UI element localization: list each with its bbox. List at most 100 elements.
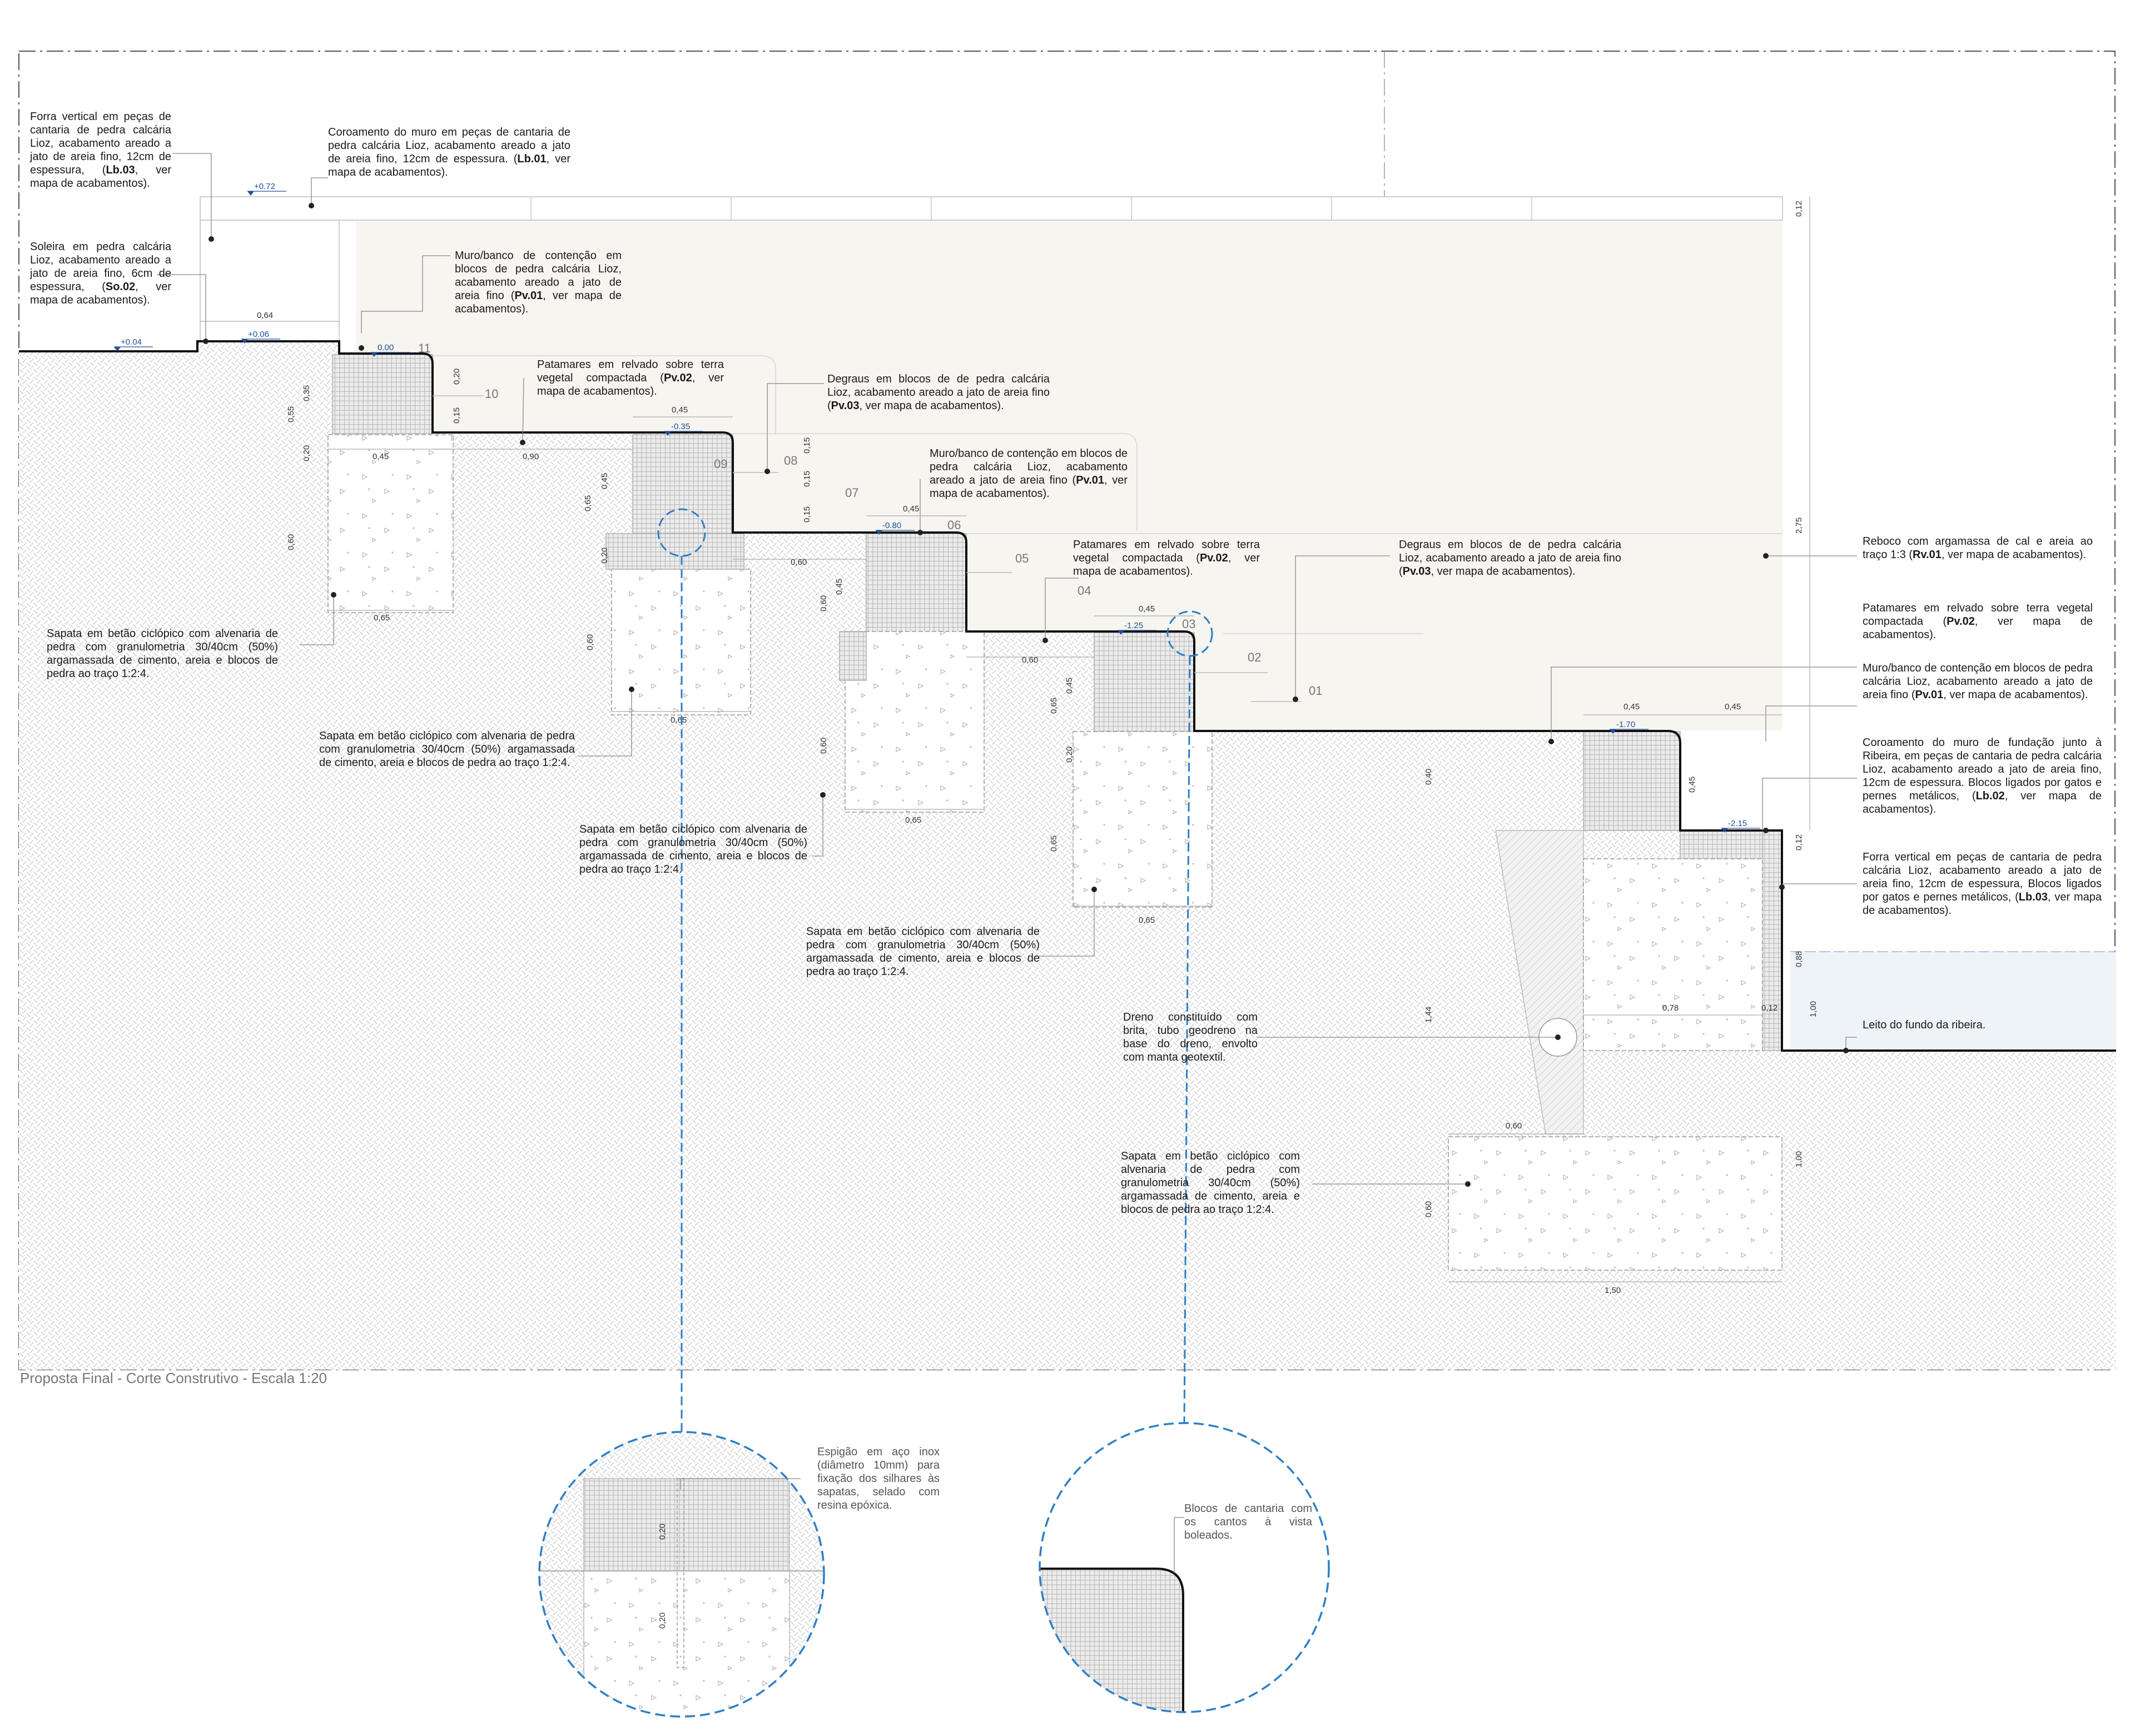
note-degraus-1: Degraus em blocos de de pedra calcária L… bbox=[827, 372, 1050, 412]
note-muro-banco-2: Muro/banco de contenção em blocos de ped… bbox=[930, 447, 1128, 500]
step-numbers: 11 10 09 08 07 06 05 04 03 02 01 bbox=[418, 341, 1322, 698]
note-muro-banco-3: Muro/banco de contenção em blocos de ped… bbox=[1863, 661, 2093, 702]
svg-text:0,45: 0,45 bbox=[1065, 678, 1074, 694]
note-text: , ver mapa de acabamentos). bbox=[1941, 549, 2087, 561]
svg-text:08: 08 bbox=[784, 454, 797, 467]
svg-text:0,60: 0,60 bbox=[819, 595, 828, 611]
svg-text:0,60: 0,60 bbox=[819, 738, 828, 754]
note-text: , ver mapa de acabamentos). bbox=[455, 290, 622, 315]
svg-text:0,60: 0,60 bbox=[1506, 1121, 1522, 1131]
svg-text:0,15: 0,15 bbox=[802, 471, 812, 487]
note-text: , ver mapa de acabamentos). bbox=[1431, 565, 1576, 578]
note-text: Forra vertical em peças de cantaria de p… bbox=[1863, 851, 2102, 903]
note-ref-code: Pv.01 bbox=[1915, 689, 1944, 701]
svg-text:0,78: 0,78 bbox=[1662, 1003, 1679, 1013]
svg-text:0,65: 0,65 bbox=[583, 495, 593, 511]
svg-text:-0.80: -0.80 bbox=[882, 521, 901, 530]
footing-3 bbox=[845, 631, 985, 813]
svg-text:0,45: 0,45 bbox=[835, 579, 844, 595]
note-text: Patamares em relvado sobre terra vegetal… bbox=[537, 359, 724, 384]
svg-text:0,15: 0,15 bbox=[802, 506, 812, 523]
svg-text:0,12: 0,12 bbox=[1794, 201, 1804, 217]
svg-text:0,65: 0,65 bbox=[374, 613, 390, 623]
note-text: , ver mapa de acabamentos). bbox=[1863, 891, 2102, 917]
note-forra-vertical: Forra vertical em peças de cantaria de p… bbox=[30, 110, 171, 190]
svg-text:0,45: 0,45 bbox=[672, 405, 688, 415]
svg-text:0,45: 0,45 bbox=[1623, 702, 1640, 712]
svg-text:0,60: 0,60 bbox=[286, 534, 296, 550]
svg-text:0,20: 0,20 bbox=[658, 1524, 667, 1540]
note-text: , ver mapa de acabamentos). bbox=[30, 164, 171, 190]
svg-text:0,65: 0,65 bbox=[671, 715, 687, 725]
note-text: Muro/banco de contenção em blocos de ped… bbox=[455, 250, 622, 302]
detail-callout-a bbox=[657, 508, 706, 557]
note-text: Soleira em pedra calcária Lioz, acabamen… bbox=[30, 241, 171, 293]
svg-text:0,45: 0,45 bbox=[373, 452, 389, 461]
svg-text:0.00: 0.00 bbox=[378, 343, 394, 352]
terrain-profile bbox=[19, 340, 2116, 1052]
svg-text:1,50: 1,50 bbox=[1605, 1286, 1621, 1295]
svg-text:0,88: 0,88 bbox=[1794, 951, 1804, 967]
note-reboco: Reboco com argamassa de cal e areia ao t… bbox=[1863, 535, 2093, 561]
svg-text:0,64: 0,64 bbox=[257, 311, 273, 320]
svg-text:+0.04: +0.04 bbox=[121, 337, 142, 347]
note-text: Coroamento do muro de fundação junto à R… bbox=[1863, 737, 2102, 802]
note-text: Dreno constituído com brita, tubo geodre… bbox=[1123, 1011, 1258, 1063]
note-text: Degraus em blocos de de pedra calcária L… bbox=[827, 373, 1050, 412]
note-sapata-2: Sapata em betão ciclópico com alvenaria … bbox=[319, 729, 575, 769]
svg-text:02: 02 bbox=[1248, 650, 1261, 664]
note-muro-banco-1: Muro/banco de contenção em blocos de ped… bbox=[455, 249, 622, 316]
svg-text:0,45: 0,45 bbox=[1687, 777, 1697, 793]
svg-text:0,20: 0,20 bbox=[658, 1613, 667, 1629]
drawing-caption: Proposta Final - Corte Construtivo - Esc… bbox=[20, 1370, 327, 1386]
note-ref-code: Pv.01 bbox=[1076, 474, 1104, 486]
footing-4 bbox=[1073, 731, 1213, 908]
detail-a: 0,20 0,20 bbox=[539, 1432, 824, 1717]
note-coroamento-fundacao: Coroamento do muro de fundação junto à R… bbox=[1863, 736, 2102, 816]
svg-text:0,35: 0,35 bbox=[302, 385, 311, 401]
svg-text:1,44: 1,44 bbox=[1424, 1007, 1433, 1023]
note-patamares-2: Patamares em relvado sobre terra vegetal… bbox=[1073, 538, 1260, 578]
note-ref-code: Lb.03 bbox=[2018, 891, 2048, 903]
note-text: , ver mapa de acabamentos). bbox=[1863, 790, 2102, 815]
note-text: , ver mapa de acabamentos). bbox=[1943, 689, 2088, 701]
note-forra-vertical-2: Forra vertical em peças de cantaria de p… bbox=[1863, 850, 2102, 917]
note-text: Sapata em betão ciclópico com alvenaria … bbox=[579, 823, 807, 876]
note-text: , ver mapa de acabamentos). bbox=[930, 474, 1128, 500]
detail-note-blocos: Blocos de cantaria com os cantos à vista… bbox=[1184, 1503, 1312, 1541]
svg-text:0,45: 0,45 bbox=[903, 504, 919, 514]
footing-6 bbox=[1448, 1136, 1783, 1271]
note-sapata-5: Sapata em betão ciclópico com alvenaria … bbox=[1121, 1150, 1300, 1216]
note-ref-code: Pv.03 bbox=[1402, 565, 1431, 578]
note-text: Patamares em relvado sobre terra vegetal… bbox=[1073, 539, 1260, 564]
note-patamares-1: Patamares em relvado sobre terra vegetal… bbox=[537, 358, 724, 398]
note-soleira: Soleira em pedra calcária Lioz, acabamen… bbox=[30, 240, 171, 307]
svg-text:0,65: 0,65 bbox=[905, 815, 921, 825]
svg-text:07: 07 bbox=[845, 486, 858, 500]
note-text: , ver mapa de acabamentos). bbox=[537, 372, 724, 397]
svg-text:10: 10 bbox=[485, 387, 498, 401]
svg-text:0,65: 0,65 bbox=[1049, 698, 1059, 714]
svg-text:0,12: 0,12 bbox=[1761, 1003, 1777, 1013]
water-zone bbox=[1790, 952, 2116, 1051]
note-text: Muro/banco de contenção em blocos de ped… bbox=[1863, 662, 2093, 701]
note-text: Sapata em betão ciclópico com alvenaria … bbox=[1121, 1150, 1300, 1216]
svg-text:01: 01 bbox=[1309, 684, 1322, 698]
note-text: , ver mapa de acabamentos). bbox=[30, 281, 171, 306]
svg-text:03: 03 bbox=[1182, 617, 1195, 631]
note-ref-code: Pv.03 bbox=[831, 400, 860, 412]
svg-text:1,00: 1,00 bbox=[1809, 1001, 1818, 1017]
svg-text:0,65: 0,65 bbox=[1049, 835, 1059, 852]
note-leito: Leito do fundo da ribeira. bbox=[1863, 1018, 2029, 1032]
note-text: , ver mapa de acabamentos). bbox=[859, 400, 1004, 412]
note-text: Leito do fundo da ribeira. bbox=[1863, 1019, 1986, 1031]
note-patamares-3: Patamares em relvado sobre terra vegetal… bbox=[1863, 601, 2093, 641]
svg-text:-2.15: -2.15 bbox=[1728, 819, 1747, 828]
footing-5 bbox=[1583, 858, 1763, 1051]
note-text: Patamares em relvado sobre terra vegetal… bbox=[1863, 602, 2093, 628]
svg-text:0,20: 0,20 bbox=[452, 369, 461, 385]
note-sapata-1: Sapata em betão ciclópico com alvenaria … bbox=[47, 627, 278, 680]
svg-text:05: 05 bbox=[1015, 551, 1029, 565]
svg-text:0,45: 0,45 bbox=[600, 473, 609, 489]
